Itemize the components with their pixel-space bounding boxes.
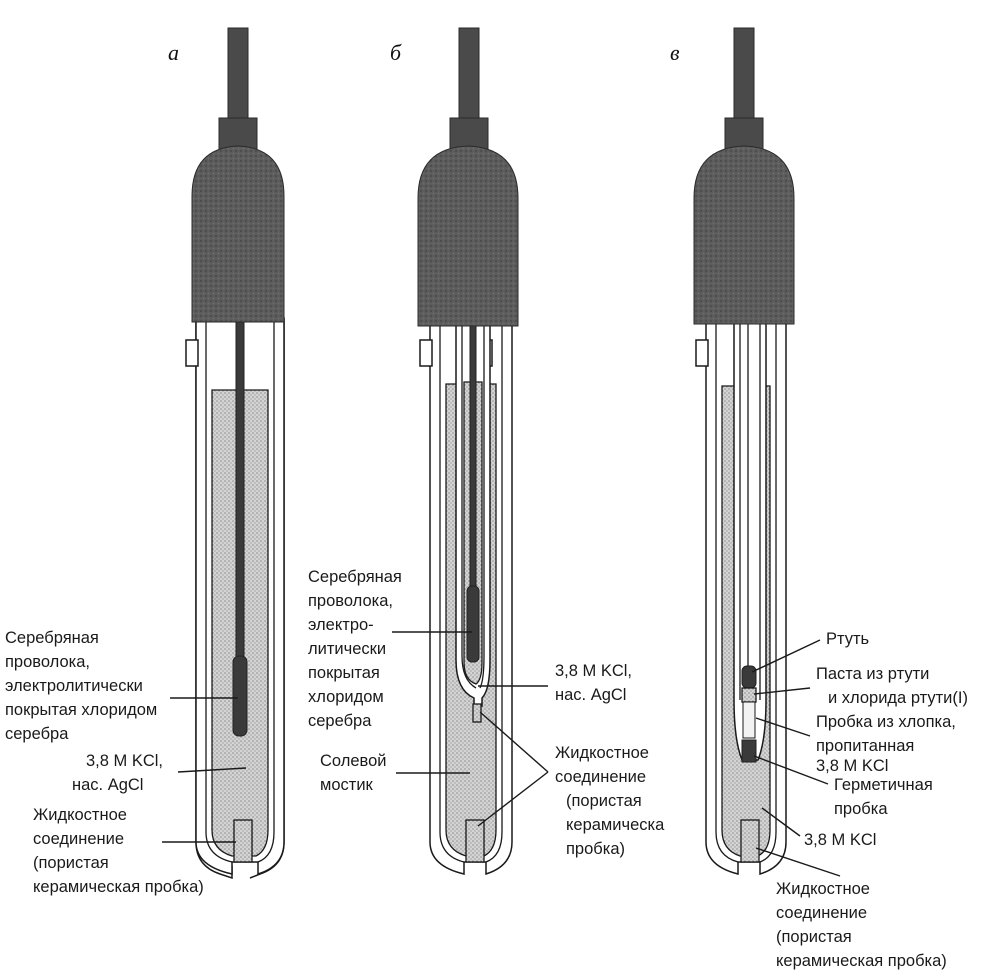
leader-c-paste: [753, 687, 811, 695]
leader-b-junction-inner: [479, 711, 549, 773]
ceramic-plug-b: [465, 819, 485, 863]
label-a-junction: Жидкостное соединение (пористая керамиче…: [33, 806, 204, 896]
electrode-b: б: [390, 27, 519, 876]
inner-wall-c: [715, 322, 777, 863]
label-c-mercury: Ртуть: [826, 630, 869, 648]
labels-c: Ртуть Паста из ртути и хлорида ртути(I) …: [751, 630, 968, 970]
leader-c-seal: [753, 755, 829, 785]
leader-c-solution: [761, 807, 801, 837]
fill-hole-b-left: [419, 339, 433, 367]
inner-wall-b: [439, 324, 503, 863]
cap-c: [693, 145, 795, 325]
inner-wall-a: [205, 320, 275, 863]
electrode-a: а: [168, 27, 285, 880]
fill-hole-a: [185, 339, 199, 367]
labels-a: Серебряная проволока, электролитически п…: [5, 629, 247, 896]
agcl-coating-a: [232, 655, 248, 737]
label-c-paste: Паста из ртути и хлорида ртути(I): [816, 665, 968, 707]
leader-c-mercury: [751, 639, 821, 673]
panel-letter-c: в: [670, 40, 680, 65]
label-c-solution: 3,8 М KCl: [804, 831, 876, 849]
panel-letter-b: б: [390, 40, 402, 65]
cap-b: [417, 145, 519, 327]
fill-hole-c: [695, 339, 709, 367]
labels-b: Серебряная проволока, электро- литически…: [308, 568, 669, 858]
leader-c-cotton: [755, 717, 811, 737]
mercury-c: [741, 665, 757, 689]
label-a-wire: Серебряная проволока, электролитически п…: [5, 629, 162, 743]
electrode-c: в: [670, 27, 795, 876]
agcl-coating-b: [466, 585, 480, 663]
label-a-solution: 3,8 М KCl, нас. AgCl: [72, 752, 168, 794]
silver-wire-b: [469, 299, 477, 591]
panel-letter-a: а: [168, 40, 179, 65]
label-b-solution: 3,8 М KCl, нас. AgCl: [555, 662, 637, 704]
leader-c-junction: [755, 847, 841, 877]
silver-wire-a: [235, 299, 245, 661]
leader-a-solution: [177, 767, 247, 773]
label-b-wire: Серебряная проволока, электро- литически…: [308, 568, 406, 730]
ceramic-plug-c: [740, 819, 760, 863]
cotton-plug-c: [742, 701, 756, 739]
label-b-junction: Жидкостное соединение (пористая керамиче…: [555, 744, 669, 858]
inner-tube-space-c: [741, 324, 759, 704]
inner-tube-wall-c: [739, 324, 761, 700]
cap-a: [191, 145, 285, 323]
label-c-seal: Герметичная пробка: [834, 776, 937, 818]
paste-c: [741, 687, 757, 703]
seal-c: [741, 739, 757, 763]
cable-b: [458, 27, 480, 125]
label-c-cotton: Пробка из хлопка, пропитанная 3,8 М KCl: [816, 713, 960, 775]
label-b-bridge: Солевой мостик: [320, 752, 391, 794]
label-c-junction: Жидкостное соединение (пористая керамиче…: [776, 880, 947, 970]
cable-c: [733, 27, 755, 125]
inner-junction-b: [472, 703, 482, 723]
cable-a: [227, 27, 249, 125]
leader-b-junction-outer: [477, 771, 549, 827]
ceramic-plug-a: [233, 819, 253, 863]
